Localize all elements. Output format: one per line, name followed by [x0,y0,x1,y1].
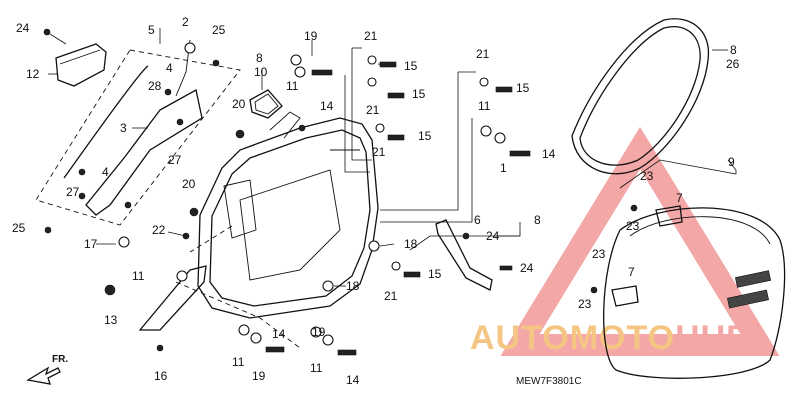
callout-14a: 14 [320,99,334,113]
watermark: AUTOMOTOHUB [470,126,780,357]
callout-20a: 20 [232,97,246,111]
callout-19c: 19 [312,325,326,339]
callout-22: 22 [152,223,166,237]
callout-23b: 23 [626,219,640,233]
callout-21a: 21 [364,29,378,43]
callout-15d: 15 [516,81,530,95]
callout-19b: 19 [252,369,266,383]
callout-labels: 2412522542832742725810191114202022171113… [12,15,740,387]
callout-1: 1 [500,161,507,175]
saddlebag-badge-2 [727,289,769,309]
callout-2: 2 [182,15,189,29]
callout-13: 13 [104,313,118,327]
case-fasteners [104,54,380,356]
callout-27b: 27 [66,185,80,199]
callout-12: 12 [26,67,40,81]
callout-18a: 18 [404,237,418,251]
callout-25a: 25 [212,23,226,37]
part-10-seal [249,89,283,119]
callout-4a: 4 [166,61,173,75]
callout-10: 10 [254,65,268,79]
stay-assembly [35,39,241,234]
saddlebag-badge [734,270,772,288]
watermark-triangle-icon [500,126,780,356]
callout-16: 16 [154,369,168,383]
part-6-strap-bracket [435,219,513,291]
callout-21b: 21 [366,103,380,117]
callout-27a: 27 [168,153,182,167]
callout-11c: 11 [478,99,491,113]
callout-8a: 8 [256,51,263,65]
part-9-saddlebag-lid [590,159,786,379]
callout-11e: 11 [310,361,323,375]
callout-14b: 14 [542,147,556,161]
saddlebag-case [138,111,379,349]
callout-15b: 15 [412,87,426,101]
callout-26: 26 [726,57,740,71]
callout-18b: 18 [346,279,360,293]
callout-4b: 4 [102,165,109,179]
callout-leaders [48,28,737,287]
callout-23c: 23 [592,247,606,261]
callout-14c: 14 [272,327,286,341]
diagram-code: MEW7F3801C [516,376,582,387]
callout-25b: 25 [12,221,26,235]
part-12-cap [43,28,107,87]
callout-23d: 23 [578,297,592,311]
callout-11a: 11 [286,79,299,93]
front-direction-label: FR. [52,354,68,365]
callout-24c: 24 [520,261,534,275]
watermark-brand: AUTOMOTOHUB [470,319,752,357]
callout-11b: 11 [132,269,145,283]
callout-3: 3 [120,121,127,135]
callout-14d: 14 [346,373,360,387]
callout-24a: 24 [16,21,30,35]
callout-7b: 7 [628,265,635,279]
callout-11d: 11 [232,355,245,369]
callout-15a: 15 [404,59,418,73]
callout-24b: 24 [486,229,500,243]
callout-28: 28 [148,79,162,93]
callout-15c: 15 [418,129,432,143]
callout-20b: 20 [182,177,196,191]
callout-8c: 8 [730,43,737,57]
callout-9: 9 [728,155,735,169]
callout-7a: 7 [676,191,683,205]
fastener-set-21-15 [367,55,531,278]
part-8-lid-gasket [571,18,710,175]
callout-19a: 19 [304,29,318,43]
callout-5: 5 [148,23,155,37]
callout-21d: 21 [476,47,490,61]
callout-17: 17 [84,237,98,251]
front-direction-arrow: FR. [26,354,68,385]
callout-21c: 21 [372,145,386,159]
callout-23a: 23 [640,169,654,183]
callout-8b: 8 [534,213,541,227]
callout-6: 6 [474,213,481,227]
fastener-lead-lines [344,47,521,251]
callout-21e: 21 [384,289,398,303]
callout-15e: 15 [428,267,442,281]
